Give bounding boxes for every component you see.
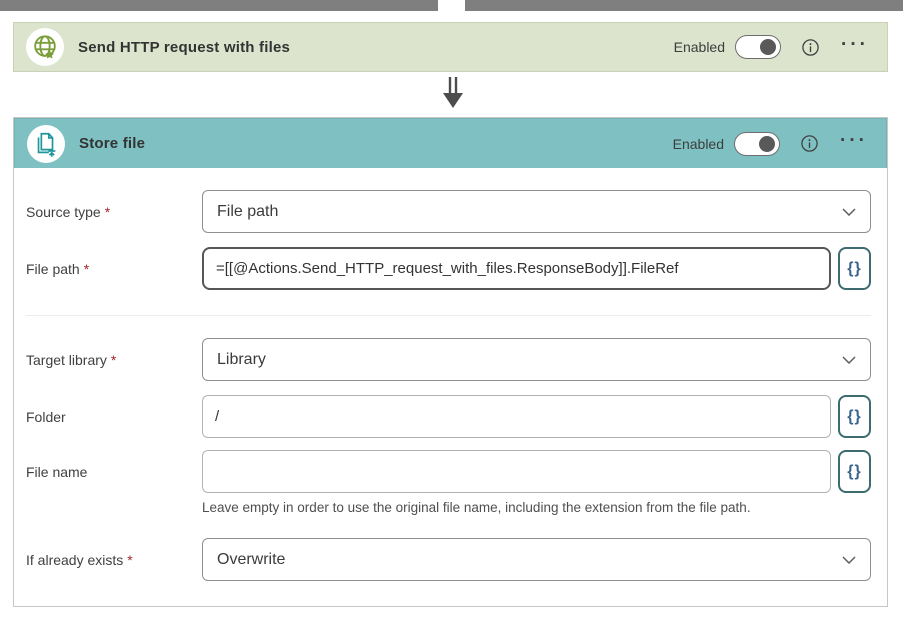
globe-star-icon — [26, 28, 64, 66]
info-icon[interactable] — [802, 38, 819, 56]
action-card-send-http: Send HTTP request with files Enabled ··· — [13, 22, 888, 72]
section-divider — [26, 315, 871, 316]
target-library-value: Library — [217, 350, 266, 368]
source-type-dropdown[interactable]: File path — [202, 190, 871, 233]
form-row-file-path: File path* {} — [26, 247, 871, 290]
folder-expression-button[interactable]: {} — [838, 395, 871, 438]
more-options-icon[interactable]: ··· — [840, 130, 868, 151]
form-row-file-name: File name {} — [26, 450, 871, 493]
toggle-knob — [759, 135, 776, 152]
source-type-label: Source type* — [26, 203, 111, 220]
form-row-source-type: Source type* File path — [26, 190, 871, 233]
required-marker: * — [104, 203, 111, 220]
card-title-send-http: Send HTTP request with files — [78, 38, 291, 56]
source-type-value: File path — [217, 202, 279, 220]
toggle-knob — [760, 39, 777, 55]
if-already-exists-dropdown[interactable]: Overwrite — [202, 538, 871, 581]
store-file-header[interactable]: Store file Enabled ··· — [14, 118, 887, 168]
file-path-label: File path* — [26, 260, 90, 277]
target-library-dropdown[interactable]: Library — [202, 338, 871, 381]
file-name-hint: Leave empty in order to use the original… — [202, 500, 751, 515]
file-path-expression-button[interactable]: {} — [838, 247, 871, 290]
top-edge-bar-left — [0, 0, 438, 11]
folder-label: Folder — [26, 408, 66, 425]
form-row-target-library: Target library* Library — [26, 338, 871, 381]
store-file-icon — [27, 124, 65, 163]
top-edge-bar-right — [465, 0, 903, 11]
action-card-store-file: Store file Enabled ··· Source type* — [13, 117, 888, 607]
form-row-if-already-exists: If already exists* Overwrite — [26, 538, 871, 581]
enabled-toggle[interactable] — [735, 35, 782, 59]
if-already-exists-value: Overwrite — [217, 550, 286, 568]
store-file-form: Source type* File path File path* {} — [14, 168, 887, 581]
enabled-label: Enabled — [672, 135, 725, 152]
enabled-toggle[interactable] — [734, 131, 781, 156]
file-name-label: File name — [26, 463, 88, 480]
connector-arrow-icon — [438, 76, 468, 114]
card-title-store-file: Store file — [79, 135, 146, 152]
target-library-label: Target library* — [26, 351, 117, 368]
if-already-exists-label: If already exists* — [26, 551, 133, 568]
required-marker: * — [110, 351, 117, 368]
chevron-down-icon — [842, 555, 856, 564]
file-name-expression-button[interactable]: {} — [838, 450, 871, 493]
file-name-input[interactable] — [202, 450, 831, 493]
form-row-folder: Folder {} — [26, 395, 871, 438]
chevron-down-icon — [842, 355, 856, 364]
required-marker: * — [83, 260, 90, 277]
folder-input[interactable] — [202, 395, 831, 438]
info-icon[interactable] — [801, 135, 818, 152]
file-path-input[interactable] — [202, 247, 831, 290]
send-http-header[interactable]: Send HTTP request with files Enabled ··· — [13, 22, 888, 72]
required-marker: * — [127, 551, 133, 568]
enabled-label: Enabled — [673, 39, 726, 55]
chevron-down-icon — [842, 207, 856, 216]
more-options-icon[interactable]: ··· — [841, 33, 869, 55]
